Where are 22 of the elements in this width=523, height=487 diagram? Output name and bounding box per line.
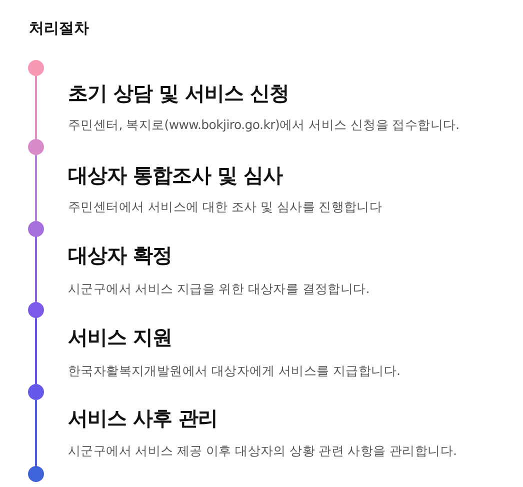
timeline-line: [35, 76, 37, 139]
timeline-dot: [28, 139, 44, 155]
timeline-line: [35, 237, 37, 302]
timeline-line: [35, 155, 37, 221]
timeline-line: [35, 400, 37, 466]
step-heading: 초기 상담 및 서비스 신청: [68, 80, 289, 107]
step-heading: 대상자 통합조사 및 심사: [68, 162, 282, 189]
timeline-dot: [28, 466, 44, 482]
timeline-dot: [28, 221, 44, 237]
section-title: 처리절차: [29, 19, 89, 38]
timeline-dot: [28, 60, 44, 76]
step-heading: 서비스 사후 관리: [68, 405, 218, 432]
step-description: 주민센터, 복지로(www.bokjiro.go.kr)에서 서비스 신청을 접수합니다.: [68, 117, 460, 134]
step-heading: 대상자 확정: [68, 242, 172, 269]
step-heading: 서비스 지원: [68, 324, 172, 351]
timeline-line: [35, 318, 37, 384]
step-description: 시군구에서 서비스 제공 이후 대상자의 상황 관련 사항을 관리합니다.: [68, 443, 457, 460]
timeline-dot: [28, 302, 44, 318]
step-description: 주민센터에서 서비스에 대한 조사 및 심사를 진행합니다: [68, 199, 382, 216]
step-description: 시군구에서 서비스 지급을 위한 대상자를 결정합니다.: [68, 281, 370, 298]
timeline-dot: [28, 384, 44, 400]
step-description: 한국자활복지개발원에서 대상자에게 서비스를 지급합니다.: [68, 363, 400, 380]
